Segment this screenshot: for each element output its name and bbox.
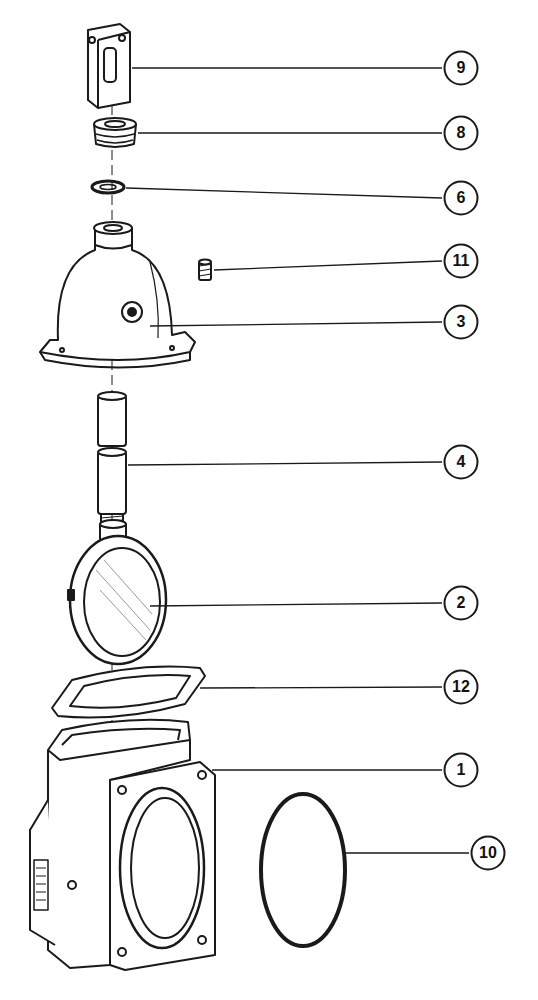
callout-circle: 12 [443,669,479,705]
gasket [52,667,205,718]
callout-circle: 4 [443,444,479,480]
gland-nut [94,118,136,147]
valve-body [30,720,215,970]
stem [98,392,126,528]
callout-circle: 8 [443,115,479,151]
callout-number: 10 [470,835,506,871]
callout-number: 11 [443,243,479,279]
callout-number: 6 [443,180,479,216]
callout-number: 3 [443,304,479,340]
callout-circle: 11 [443,243,479,279]
callout-number: 12 [443,669,479,705]
gate-disc [68,520,166,664]
leader-lines [126,68,469,853]
callout-number: 4 [443,444,479,480]
callout-number: 1 [443,752,479,788]
callout-number: 9 [443,50,479,86]
bonnet [40,222,195,368]
callout-circle: 2 [443,585,479,621]
yoke-part [88,24,130,108]
callout-circle: 10 [470,835,506,871]
callout-number: 8 [443,115,479,151]
set-screw [199,260,211,281]
callout-circle: 1 [443,752,479,788]
callout-circle: 6 [443,180,479,216]
callout-number: 2 [443,585,479,621]
washer [92,181,124,193]
callout-circle: 3 [443,304,479,340]
callout-circle: 9 [443,50,479,86]
o-ring [261,794,345,946]
